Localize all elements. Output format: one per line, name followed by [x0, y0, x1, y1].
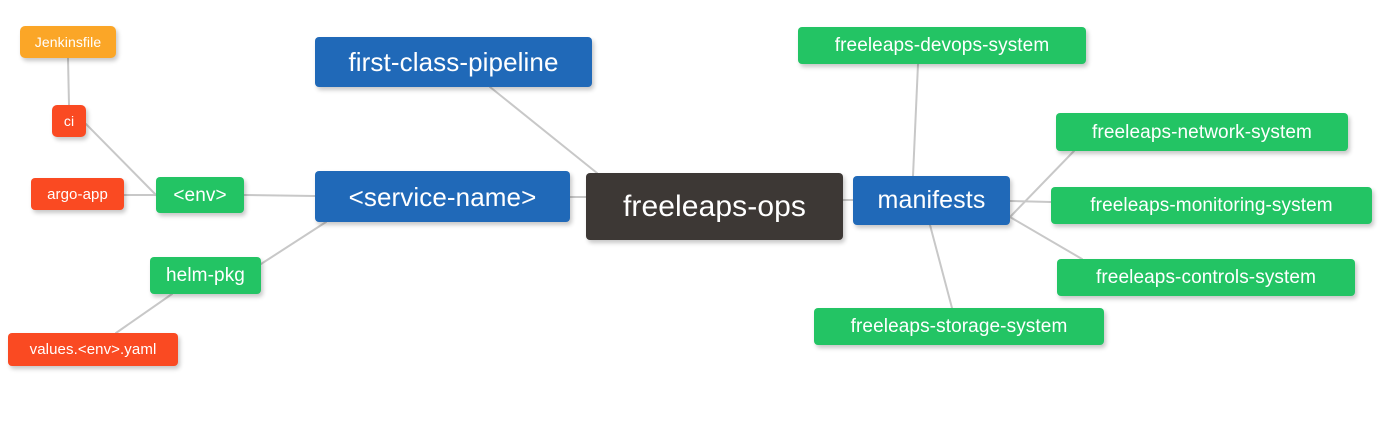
node-label: <env>	[173, 184, 227, 206]
node-freeleaps-ops[interactable]: freeleaps-ops	[586, 173, 843, 240]
node-service-name[interactable]: <service-name>	[315, 171, 570, 222]
edge-manifests-to-freeleaps-storage-system	[929, 224, 953, 309]
node-freeleaps-monitoring-system[interactable]: freeleaps-monitoring-system	[1051, 187, 1372, 224]
node-label: manifests	[877, 186, 986, 214]
node-first-class-pipeline[interactable]: first-class-pipeline	[315, 37, 592, 87]
node-freeleaps-storage-system[interactable]: freeleaps-storage-system	[814, 308, 1104, 345]
edge-first-class-pipeline-to-freeleaps-ops	[489, 86, 598, 174]
node-ci[interactable]: ci	[52, 105, 86, 137]
node-manifests[interactable]: manifests	[853, 176, 1010, 225]
node-label: argo-app	[47, 185, 108, 203]
node-freeleaps-devops-system[interactable]: freeleaps-devops-system	[798, 27, 1086, 64]
node-label: freeleaps-storage-system	[850, 316, 1068, 337]
node-env[interactable]: <env>	[156, 177, 244, 213]
node-label: freeleaps-ops	[622, 189, 807, 223]
edge-freeleaps-devops-system-to-manifests	[912, 63, 919, 177]
edge-jenkinsfile-to-ci	[67, 57, 70, 106]
node-freeleaps-controls-system[interactable]: freeleaps-controls-system	[1057, 259, 1355, 296]
node-label: freeleaps-devops-system	[834, 35, 1050, 56]
edge-env-to-service-name	[243, 194, 316, 197]
node-jenkinsfile[interactable]: Jenkinsfile	[20, 26, 116, 58]
node-label: helm-pkg	[166, 265, 245, 286]
node-label: <service-name>	[348, 181, 537, 212]
node-values-yaml[interactable]: values.<env>.yaml	[8, 333, 178, 366]
edge-values-yaml-to-helm-pkg	[115, 293, 173, 334]
node-label: freeleaps-monitoring-system	[1090, 195, 1333, 216]
node-helm-pkg[interactable]: helm-pkg	[150, 257, 261, 294]
node-label: values.<env>.yaml	[29, 341, 157, 358]
node-label: ci	[63, 113, 75, 129]
edge-manifests-to-freeleaps-monitoring-system	[1009, 200, 1052, 203]
node-label: freeleaps-controls-system	[1095, 267, 1317, 288]
node-label: Jenkinsfile	[34, 34, 102, 50]
node-label: first-class-pipeline	[348, 47, 559, 77]
node-label: freeleaps-network-system	[1092, 121, 1312, 143]
node-freeleaps-network-system[interactable]: freeleaps-network-system	[1056, 113, 1348, 151]
node-argo-app[interactable]: argo-app	[31, 178, 124, 210]
edge-helm-pkg-to-service-name	[260, 221, 327, 265]
